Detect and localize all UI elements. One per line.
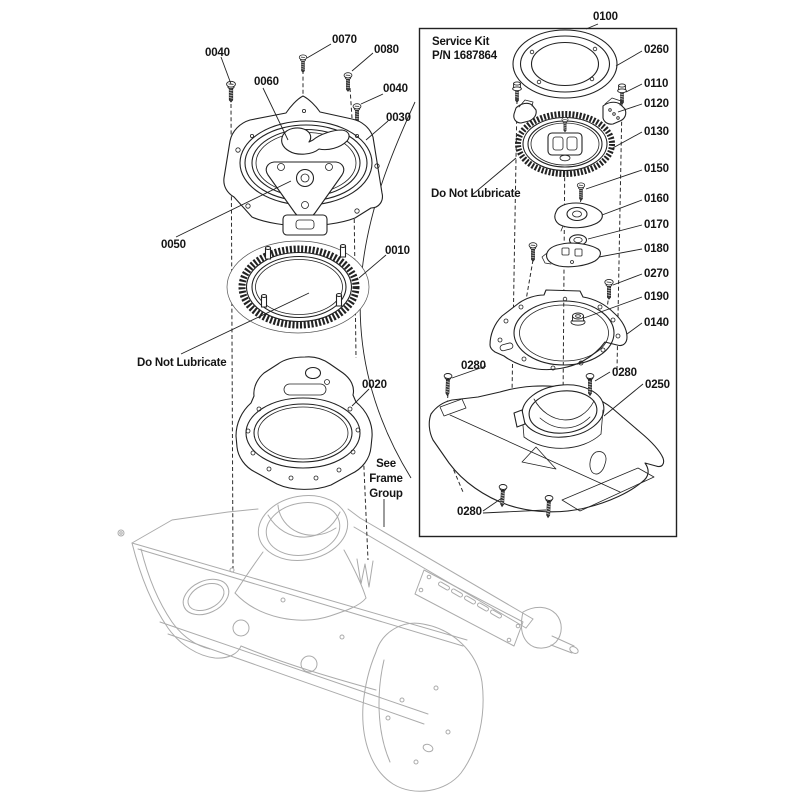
see-frame-group-line3: Group — [369, 488, 403, 500]
callout-0120: 0120 — [644, 98, 669, 110]
kit-nut-0190-drawing — [570, 312, 586, 326]
leader-lines — [175, 23, 644, 527]
kit-screw-0150 — [576, 182, 586, 202]
callout-0190: 0190 — [644, 291, 669, 303]
callout-0180: 0180 — [644, 243, 669, 255]
callout-0140: 0140 — [644, 317, 669, 329]
callout-0150: 0150 — [644, 163, 669, 175]
callout-0280-upper-right: 0280 — [612, 367, 637, 379]
kit-bracket-0160-drawing — [554, 202, 603, 232]
kit-plate-0140-drawing — [489, 289, 628, 371]
kit-chute-base-0250-drawing — [428, 384, 665, 513]
callout-0020: 0020 — [362, 379, 387, 391]
callout-0050: 0050 — [161, 239, 186, 251]
service-kit-box-border — [418, 27, 678, 538]
callout-0010: 0010 — [385, 245, 410, 257]
kit-screw-0270 — [604, 279, 614, 300]
kit-bracket-left-drawing — [513, 99, 537, 124]
callout-0130: 0130 — [644, 126, 669, 138]
note-do-not-lubricate-kit: Do Not Lubricate — [431, 188, 520, 200]
kit-cover-ring-drawing — [512, 29, 618, 99]
callout-0280-upper-left: 0280 — [461, 360, 486, 372]
note-do-not-lubricate-left: Do Not Lubricate — [137, 357, 226, 369]
callout-0040-left: 0040 — [205, 47, 230, 59]
kit-screw-0280-upper-left — [442, 372, 453, 397]
callout-0250: 0250 — [645, 379, 670, 391]
kit-bracket-0180-drawing — [541, 242, 601, 268]
callout-0100: 0100 — [593, 11, 618, 23]
callout-0030: 0030 — [386, 112, 411, 124]
callout-0160: 0160 — [644, 193, 669, 205]
service-kit-header-line1: Service Kit — [432, 36, 490, 48]
gear-ring-drawing — [226, 240, 370, 334]
callout-0260: 0260 — [644, 44, 669, 56]
kit-bracket-0120-drawing — [602, 97, 627, 125]
callout-0070: 0070 — [332, 34, 357, 46]
callout-0270: 0270 — [644, 268, 669, 280]
frame-group-drawing — [117, 495, 579, 792]
callout-0170: 0170 — [644, 219, 669, 231]
callout-0060: 0060 — [254, 76, 279, 88]
callout-0280-bottom: 0280 — [457, 506, 482, 518]
service-kit-header-line2: P/N 1687864 — [432, 50, 498, 62]
callout-0080: 0080 — [374, 44, 399, 56]
mount-plate-drawing — [235, 356, 373, 490]
kit-screw-mid-left — [528, 242, 538, 262]
kit-bolt-left — [512, 81, 522, 103]
kit-bolt-0110 — [617, 83, 627, 105]
see-frame-group-line2: Frame — [369, 473, 403, 485]
upper-bearing-assembly-drawing — [223, 54, 383, 236]
labels: 0040 0070 0080 0060 0040 0030 0050 0010 … — [137, 11, 670, 518]
callout-0040-right: 0040 — [383, 83, 408, 95]
kit-gear-ring-drawing — [515, 111, 615, 177]
gear-ring-studs — [260, 243, 347, 308]
callout-0110: 0110 — [644, 78, 668, 90]
see-frame-group-line1: See — [376, 458, 396, 470]
